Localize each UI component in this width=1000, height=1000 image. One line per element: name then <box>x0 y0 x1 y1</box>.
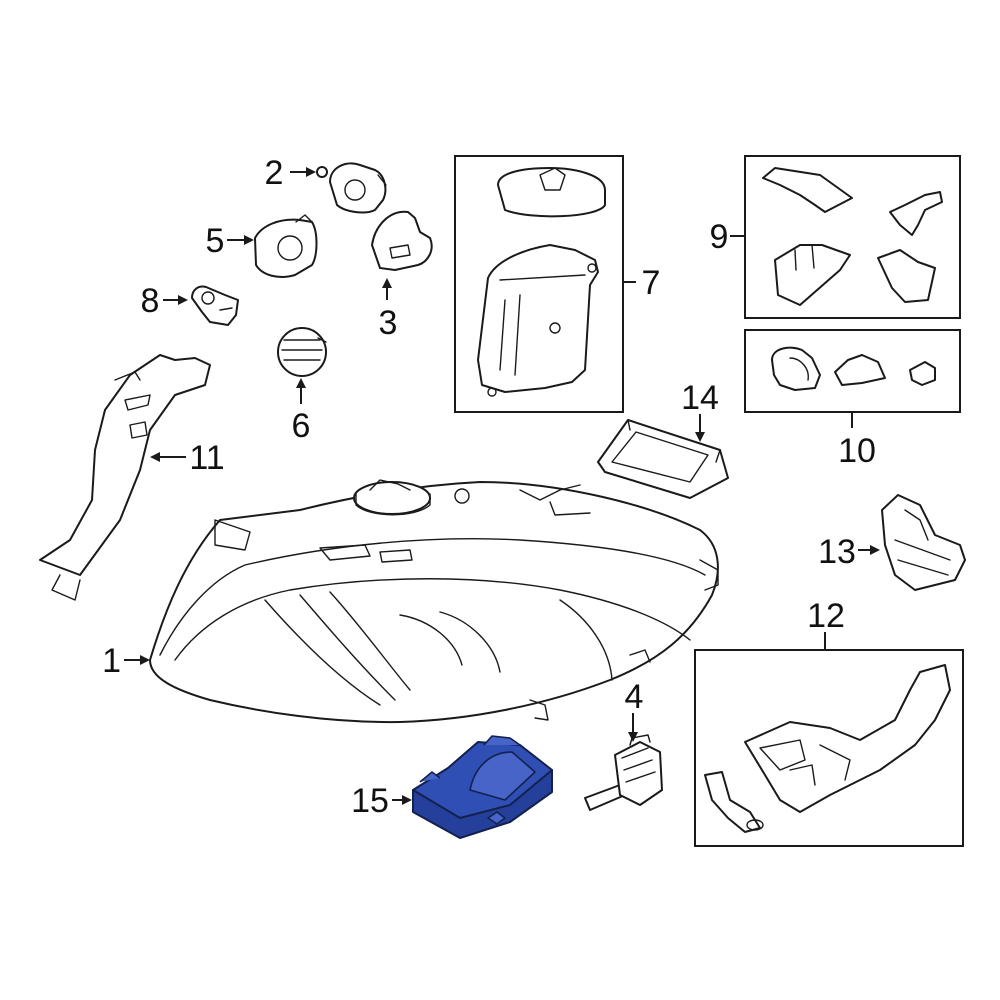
callout-6: 6 <box>292 407 311 445</box>
headlamp-assembly[interactable] <box>149 479 719 724</box>
bracket-11[interactable] <box>39 354 211 601</box>
round-cap-6[interactable] <box>277 327 327 377</box>
seal-cover-3[interactable] <box>371 210 433 271</box>
fasteners-10[interactable] <box>771 346 936 391</box>
callout-4: 4 <box>625 678 644 716</box>
ballast-cover-14[interactable] <box>597 419 729 499</box>
callout-5: 5 <box>206 222 225 260</box>
mounting-brackets-9[interactable] <box>762 167 943 306</box>
bulb-socket-2[interactable] <box>316 162 387 214</box>
callout-11: 11 <box>189 439 224 477</box>
callout-3: 3 <box>379 304 398 342</box>
callout-7: 7 <box>642 264 661 302</box>
wiring-harness-12[interactable] <box>704 664 951 833</box>
callout-2: 2 <box>265 154 284 192</box>
lamp-module-7[interactable] <box>477 167 606 397</box>
callout-10: 10 <box>838 432 876 470</box>
hid-bulb-4[interactable] <box>584 734 663 811</box>
callout-13: 13 <box>818 533 856 571</box>
small-socket-8[interactable] <box>191 285 239 326</box>
ballast-module-15[interactable] <box>412 735 553 839</box>
callout-14: 14 <box>681 379 719 417</box>
leader-lines <box>124 167 880 805</box>
ring-adapter-5[interactable] <box>254 214 318 278</box>
connector-13[interactable] <box>881 494 966 591</box>
callout-12: 12 <box>807 597 845 635</box>
group-box-12 <box>694 649 964 847</box>
callout-9: 9 <box>710 218 729 256</box>
callout-15: 15 <box>351 782 389 820</box>
callout-labels: 1 2 3 4 5 6 7 8 9 10 11 12 13 14 15 <box>102 154 876 820</box>
group-box-7 <box>454 155 624 413</box>
callout-8: 8 <box>141 282 160 320</box>
callout-1: 1 <box>102 642 121 680</box>
